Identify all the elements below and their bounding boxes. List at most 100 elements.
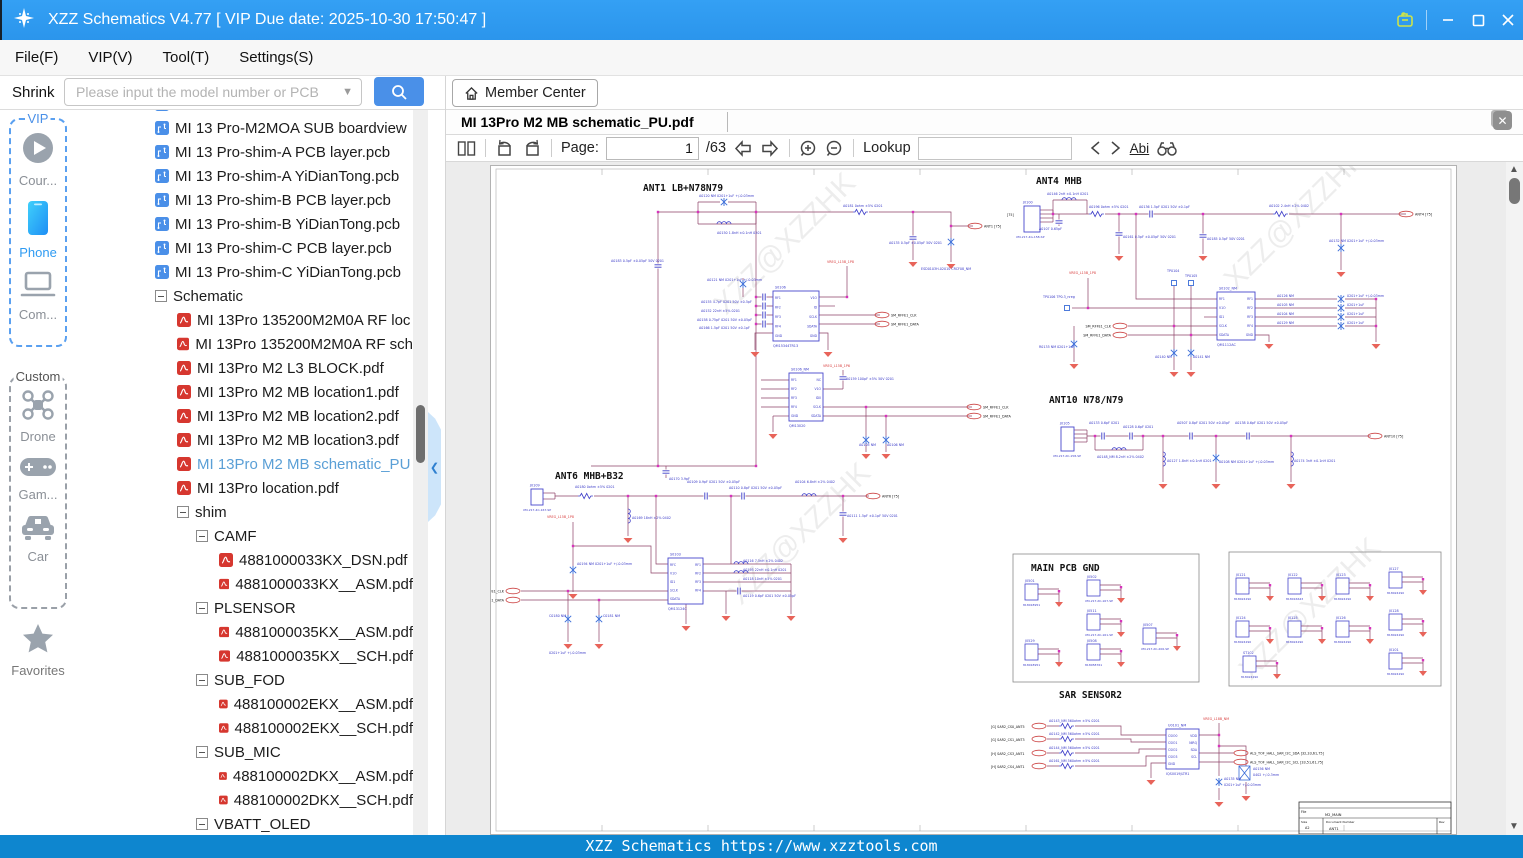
scroll-down-icon[interactable]: ▼ [1509,821,1519,832]
find-next-icon[interactable] [1109,140,1123,156]
shrink-button[interactable]: Shrink [12,84,55,101]
tree-item[interactable]: 4881000035KX__SCH.pdf [75,644,413,668]
zoom-out-icon[interactable] [825,139,844,158]
tree-item[interactable]: MI 13 Pro-shim-C YiDianTong.pcb [75,260,413,284]
svg-text:818018951: 818018951 [1023,603,1040,607]
tree-item[interactable]: 4881000033KX_DSN.pdf [75,548,413,572]
sidebar-item-computer[interactable]: Com... [11,270,65,322]
collapse-icon[interactable] [196,602,208,614]
collapse-icon[interactable] [196,674,208,686]
tree-item[interactable]: MI 13Pro M2 MB location2.pdf [75,404,413,428]
page-number-input[interactable] [605,136,699,160]
menu-settings[interactable]: Settings(S) [239,49,314,66]
sidebar-item-course[interactable]: Cour... [11,130,65,188]
tree-item[interactable]: MI 13Pro 135200M2M0A RF sch [75,332,413,356]
svg-text:A0169 18nH ±2% 0402: A0169 18nH ±2% 0402 [632,516,671,520]
search-button[interactable] [374,77,424,106]
svg-text:SDATA: SDATA [807,325,818,329]
sidebar-item-phone[interactable]: Phone [11,198,65,260]
rotate-right-icon[interactable] [522,139,542,157]
tree-item[interactable]: shim [75,500,413,524]
sidebar-item-drone[interactable]: Drone [11,388,65,444]
tree-scrollbar[interactable] [413,110,428,835]
tree-item[interactable]: MI 13Pro M2 L3 BLOCK.pdf [75,356,413,380]
svg-text:SM_RFFE1_CLK: SM_RFFE1_CLK [1085,324,1111,328]
svg-text:ANT6 [75]: ANT6 [75] [882,494,900,498]
tree-item[interactable]: MI 13 Pro-M2MOA MB boardview [75,110,413,116]
collapse-icon[interactable] [196,818,208,830]
svg-text:A0121 NM 0201+1uF +/-0.03mm: A0121 NM 0201+1uF +/-0.03mm [707,278,762,282]
svg-text:RF4: RF4 [791,405,797,409]
sidebar-item-game[interactable]: Gam... [11,454,65,502]
document-tab[interactable]: MI 13Pro M2 MB schematic_PU.pdf [461,114,694,130]
minimize-button[interactable] [1433,7,1463,33]
tree-item[interactable]: MI 13 Pro-shim-B YiDianTong.pcb [75,212,413,236]
scroll-up-icon[interactable]: ▲ [1509,164,1519,175]
tree-item[interactable]: MI 13Pro location.pdf [75,476,413,500]
tree-item[interactable]: MI 13 Pro-M2MOA SUB boardview [75,116,413,140]
tree-item[interactable]: MI 13Pro M2 MB location3.pdf [75,428,413,452]
two-page-view-icon[interactable] [457,140,476,157]
panel-collapse-handle[interactable]: ❮ [428,412,441,522]
tree-item[interactable]: 4881000033KX__ASM.pdf [75,572,413,596]
svg-text:RF2: RF2 [791,387,797,391]
tree-item[interactable]: MI 13 Pro-shim-A PCB layer.pcb [75,140,413,164]
tree-item[interactable]: MI 13 Pro-shim-A YiDianTong.pcb [75,164,413,188]
chevron-down-icon[interactable]: ▼ [342,86,353,98]
search-input[interactable] [74,83,343,101]
svg-text:FE1_DATA: FE1_DATA [491,598,505,602]
lookup-input[interactable] [917,136,1072,160]
svg-text:RF2: RF2 [695,572,701,576]
close-tab-icon[interactable]: ✕ [1493,111,1512,130]
sidebar-item-favorites[interactable]: Favorites [9,622,67,678]
collapse-icon[interactable] [196,746,208,758]
license-icon[interactable] [1390,7,1420,33]
viewer-scrollbar[interactable]: ▲ ▼ [1506,162,1523,835]
collapse-icon[interactable] [177,506,189,518]
prev-page-icon[interactable] [733,139,753,157]
menu-tool[interactable]: Tool(T) [162,49,210,66]
tree-item[interactable]: SUB_MIC [75,740,413,764]
svg-text:A0109 0.9pF 0201 50V ±0.05pF: A0109 0.9pF 0201 50V ±0.05pF [687,480,740,484]
close-button[interactable] [1493,7,1523,33]
viewer-scrollbar-thumb[interactable] [1509,178,1520,204]
collapse-icon[interactable] [155,290,167,302]
rotate-left-icon[interactable] [495,139,515,157]
tree-item[interactable]: VBATT_OLED [75,812,413,835]
binoculars-icon[interactable] [1156,140,1178,157]
tree-item[interactable]: MI 13Pro 135200M2M0A RF loc [75,308,413,332]
tree-item[interactable]: PLSENSOR [75,596,413,620]
tree-item[interactable]: CAMF [75,524,413,548]
tree-item[interactable]: SUB_FOD [75,668,413,692]
tree-item[interactable]: 4881000035KX__ASM.pdf [75,620,413,644]
svg-text:A0185 0.5pF 50V 0201: A0185 0.5pF 50V 0201 [1207,237,1245,241]
tree-item[interactable]: MI 13Pro M2 MB location1.pdf [75,380,413,404]
tree-item[interactable]: MI 13 Pro-shim-B PCB layer.pcb [75,188,413,212]
svg-text:818024290: 818024290 [1234,640,1251,644]
find-prev-icon[interactable] [1088,140,1102,156]
menu-vip[interactable]: VIP(V) [88,49,133,66]
svg-text:QM1112AC: QM1112AC [1217,343,1236,347]
tree-item[interactable]: 488100002EKX__ASM.pdf [75,692,413,716]
sidebar-item-label: Com... [18,307,58,322]
svg-text:GND: GND [775,334,783,338]
tree-item[interactable]: MI 13Pro M2 MB schematic_PU [75,452,413,476]
svg-text:A0127 1.8nH ±0.1nH 0201: A0127 1.8nH ±0.1nH 0201 [1167,459,1212,463]
zoom-in-icon[interactable] [799,139,818,158]
maximize-button[interactable] [1463,7,1493,33]
collapse-icon[interactable] [196,530,208,542]
member-center-button[interactable]: Member Center [452,79,598,107]
menu-file[interactable]: File(F) [15,49,59,66]
tree-item[interactable]: Schematic [75,284,413,308]
tree-item[interactable]: 488100002DKX__SCH.pdf [75,788,413,812]
tree-item[interactable]: 488100002EKX__SCH.pdf [75,716,413,740]
tree-item[interactable]: MI 13 Pro-shim-C PCB layer.pcb [75,236,413,260]
match-case-toggle[interactable]: Abi [1129,140,1150,156]
sidebar-item-car[interactable]: Car [11,512,65,564]
svg-text:RF1: RF1 [775,296,781,300]
next-page-icon[interactable] [760,139,780,157]
tree-item[interactable]: 488100002DKX__ASM.pdf [75,764,413,788]
tree-scrollbar-thumb[interactable] [416,405,425,463]
